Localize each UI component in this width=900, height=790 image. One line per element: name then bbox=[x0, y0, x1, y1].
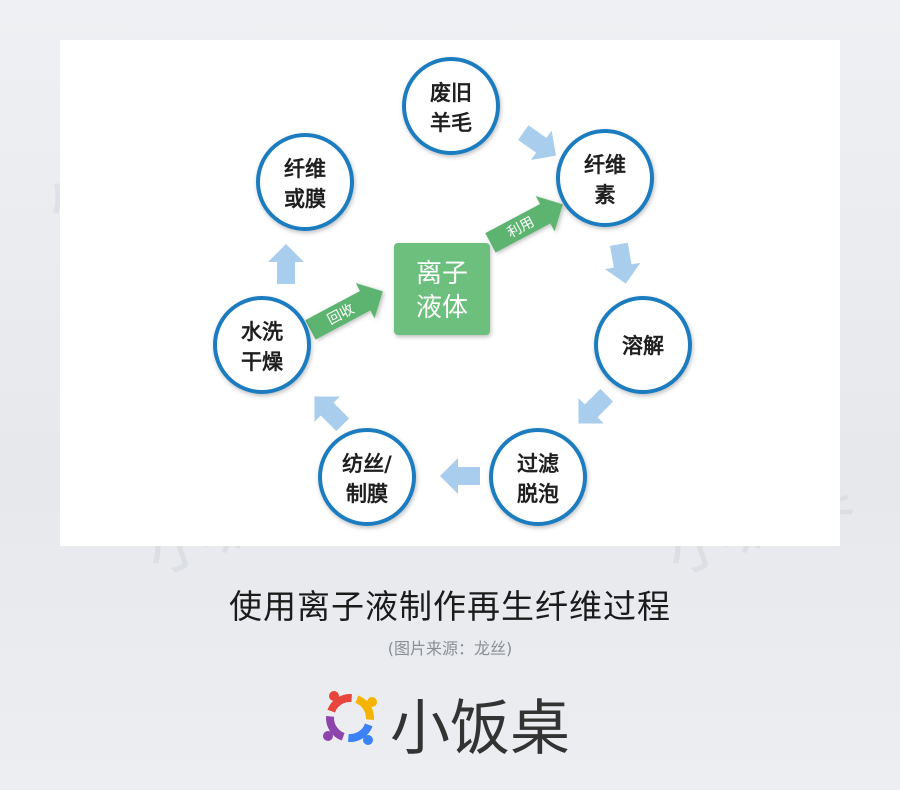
ionic-liquid-box: 离子 液体 bbox=[394, 243, 490, 335]
flow-arrow bbox=[268, 244, 304, 284]
flow-arrow bbox=[440, 458, 480, 494]
recycle-arrow: 回收 bbox=[305, 283, 383, 340]
node-line: 或膜 bbox=[284, 186, 326, 211]
node-line: 废旧 bbox=[430, 80, 472, 105]
caption-source: (图片来源：龙丝) bbox=[387, 639, 513, 658]
logo-icon bbox=[323, 691, 377, 745]
node-wash-dry: 水洗 干燥 bbox=[213, 296, 311, 394]
flow-arrow bbox=[314, 396, 350, 432]
node-filter-degas: 过滤 脱泡 bbox=[489, 428, 587, 526]
flow-arrow bbox=[604, 242, 641, 284]
node-line: 溶解 bbox=[622, 333, 664, 358]
node-waste-wool: 废旧 羊毛 bbox=[402, 57, 500, 155]
node-line: 羊毛 bbox=[430, 110, 472, 135]
center-line: 液体 bbox=[416, 293, 468, 323]
node-line: 脱泡 bbox=[517, 481, 559, 506]
utilize-arrow: 利用 bbox=[485, 196, 563, 253]
process-diagram: 回收 利用 离子 液体 废旧 羊毛 纤维 素 溶解 过滤 bbox=[213, 57, 692, 526]
caption-title: 使用离子液制作再生纤维过程 bbox=[229, 587, 671, 626]
node-dissolve: 溶解 bbox=[594, 296, 692, 394]
node-line: 纤维 bbox=[284, 156, 326, 181]
node-line: 素 bbox=[595, 182, 616, 207]
node-spin-film: 纺丝/ 制膜 bbox=[318, 428, 416, 526]
node-line: 纤维 bbox=[584, 152, 626, 177]
node-line: 纺丝/ bbox=[342, 451, 392, 476]
flow-arrow bbox=[578, 388, 614, 424]
node-line: 制膜 bbox=[346, 481, 388, 506]
center-line: 离子 bbox=[416, 259, 468, 289]
diagram-card: 回收 利用 离子 液体 废旧 羊毛 纤维 素 溶解 过滤 bbox=[60, 40, 840, 546]
node-line: 水洗 bbox=[241, 319, 283, 344]
logo-text: 小饭桌 bbox=[390, 694, 570, 764]
node-cellulose: 纤维 素 bbox=[556, 129, 654, 227]
flow-arrow bbox=[518, 125, 557, 161]
node-fiber-film: 纤维 或膜 bbox=[256, 133, 354, 231]
node-line: 干燥 bbox=[241, 349, 284, 374]
brand-logo: 小饭桌 bbox=[310, 676, 610, 764]
node-line: 过滤 bbox=[517, 451, 559, 476]
